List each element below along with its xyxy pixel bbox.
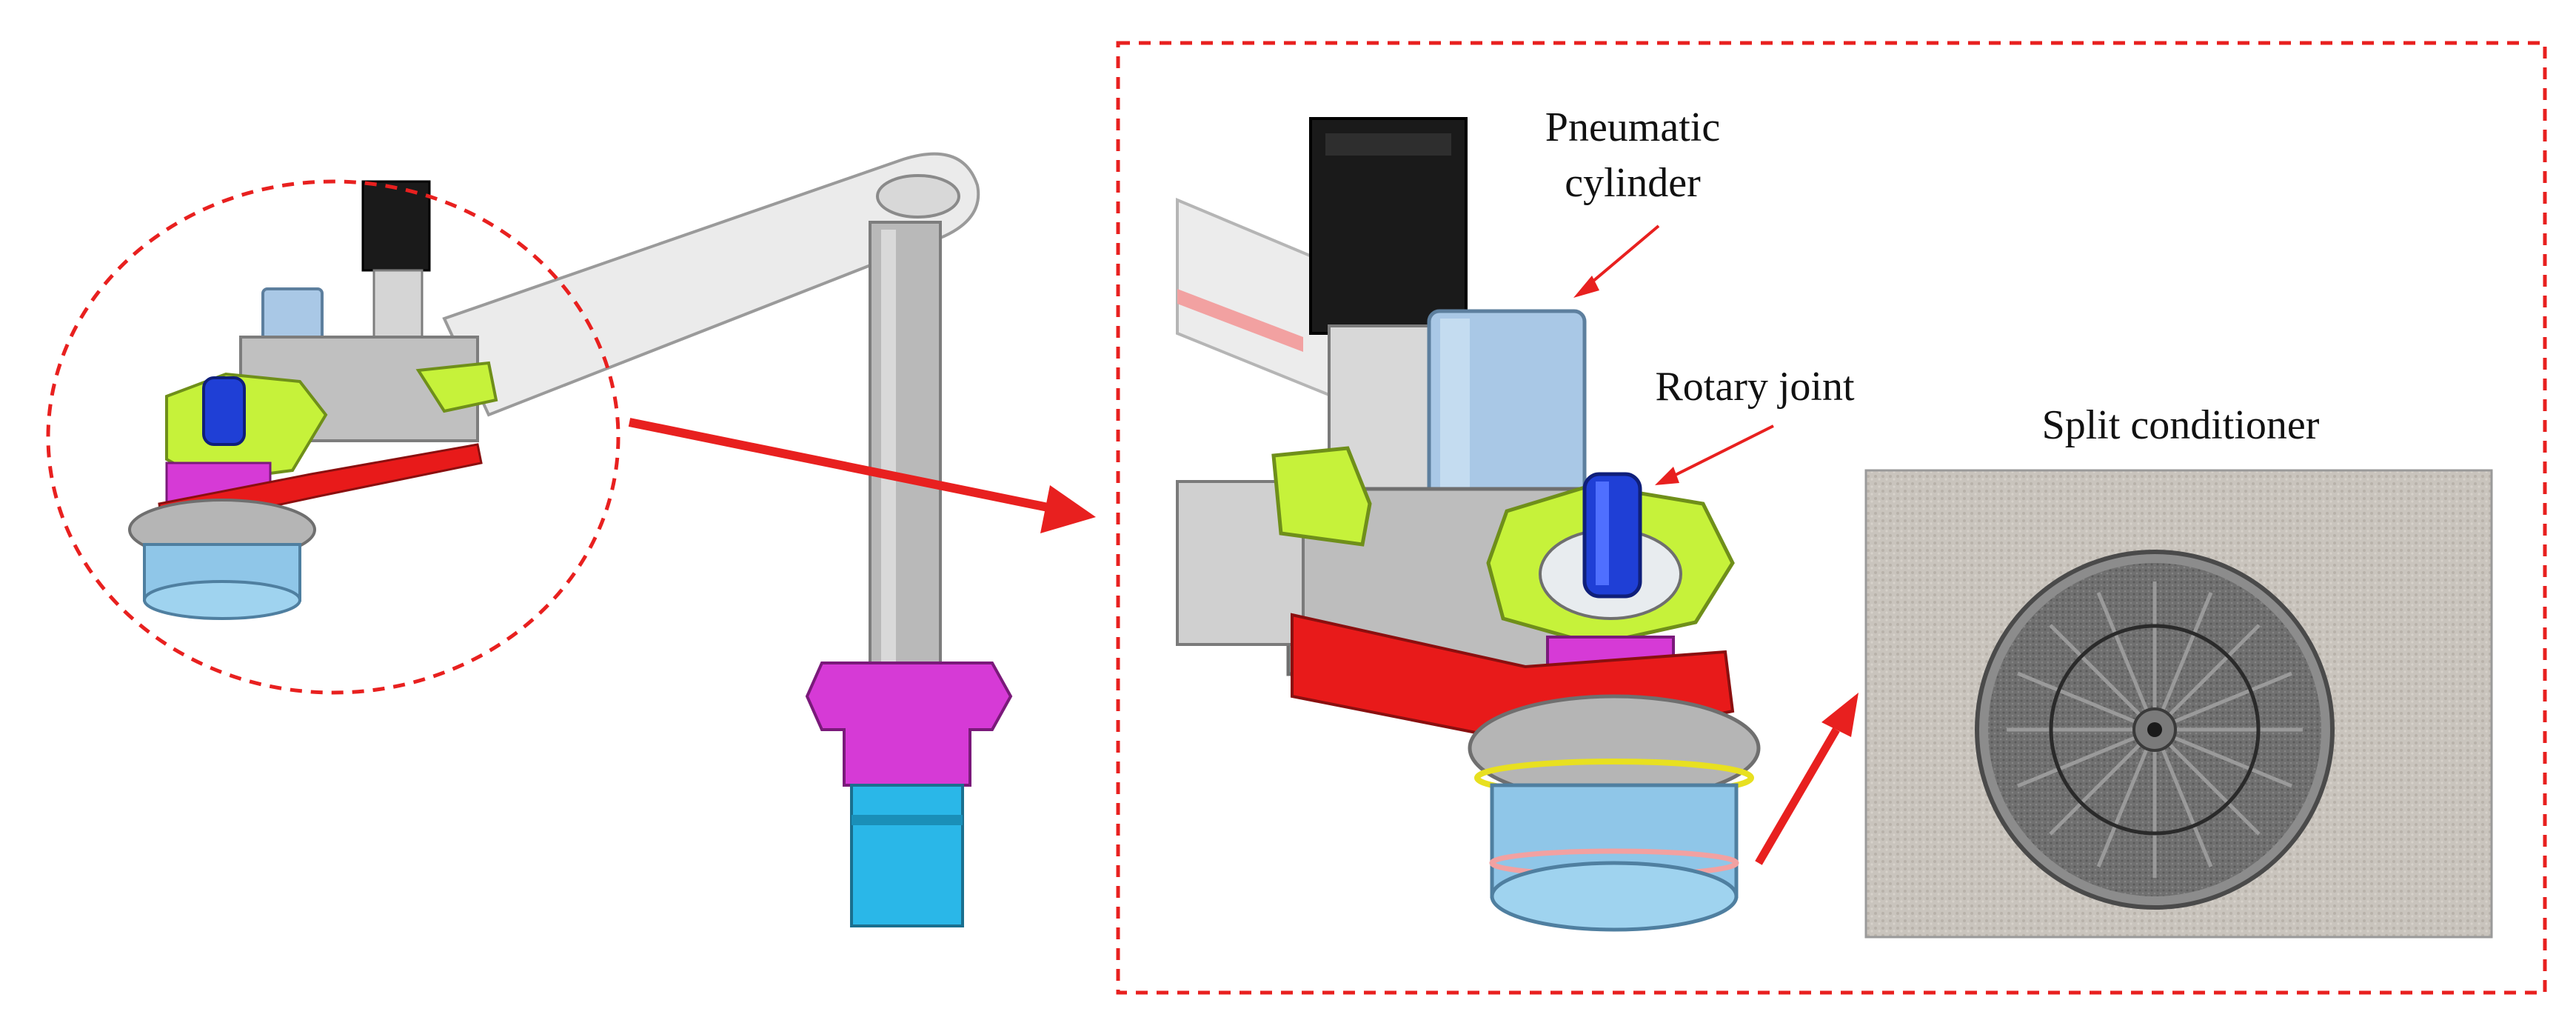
- pad-bottom-detail: [1490, 861, 1739, 932]
- gearbox-magenta: [805, 662, 1013, 787]
- rotary-joint-callout: Rotary joint: [1655, 364, 1855, 485]
- dashed-circle-callout: [46, 179, 620, 695]
- rotary-joint-small: [202, 376, 246, 446]
- rotary-joint-label: Rotary joint: [1655, 364, 1855, 410]
- split-conditioner-label: Split conditioner: [2042, 402, 2320, 448]
- rotary-joint-detail: [1582, 472, 1642, 599]
- arm-link: [442, 152, 980, 417]
- actuator-black-small: [361, 180, 431, 272]
- vertical-column: [869, 221, 942, 683]
- rotary-pointer-head: [1655, 467, 1679, 485]
- photo-arrow: [1755, 693, 1859, 865]
- pneumatic-cylinder-callout: Pneumatic cylinder: [1545, 104, 1720, 298]
- zoom-arrow-head: [1040, 485, 1096, 533]
- pneumatic-pointer-line: [1587, 224, 1660, 287]
- column-highlight: [881, 230, 896, 674]
- lime-clamp-small: [415, 361, 498, 413]
- actuator-top-detail: [1325, 133, 1451, 156]
- conditioner-split-line: [2049, 624, 2261, 836]
- arm-pivot: [876, 174, 960, 219]
- end-effector-detail: [1176, 117, 1761, 932]
- split-conditioner-photo: [1864, 469, 2493, 939]
- zoom-arrow: [628, 418, 1096, 533]
- pad-bottom-small: [143, 580, 301, 620]
- rotary-pointer-line: [1669, 424, 1774, 479]
- photo-arrow-head: [1821, 693, 1859, 737]
- lime-clamp-detail: [1271, 446, 1372, 547]
- pneumatic-pointer-head: [1573, 276, 1599, 298]
- motor-cyan: [850, 784, 964, 927]
- arm-red-stripe: [1177, 289, 1303, 352]
- full-arm-assembly: [46, 152, 1013, 927]
- conditioner-center-hole: [2147, 722, 2162, 737]
- motor-band: [852, 815, 963, 825]
- pneumatic-label-line1: Pneumatic: [1545, 104, 1720, 150]
- rotary-joint-highlight: [1596, 481, 1609, 585]
- dashed-rectangle-frame: [1116, 41, 2547, 995]
- end-effector-small: [128, 180, 498, 620]
- pneumatic-label-line2: cylinder: [1565, 160, 1701, 206]
